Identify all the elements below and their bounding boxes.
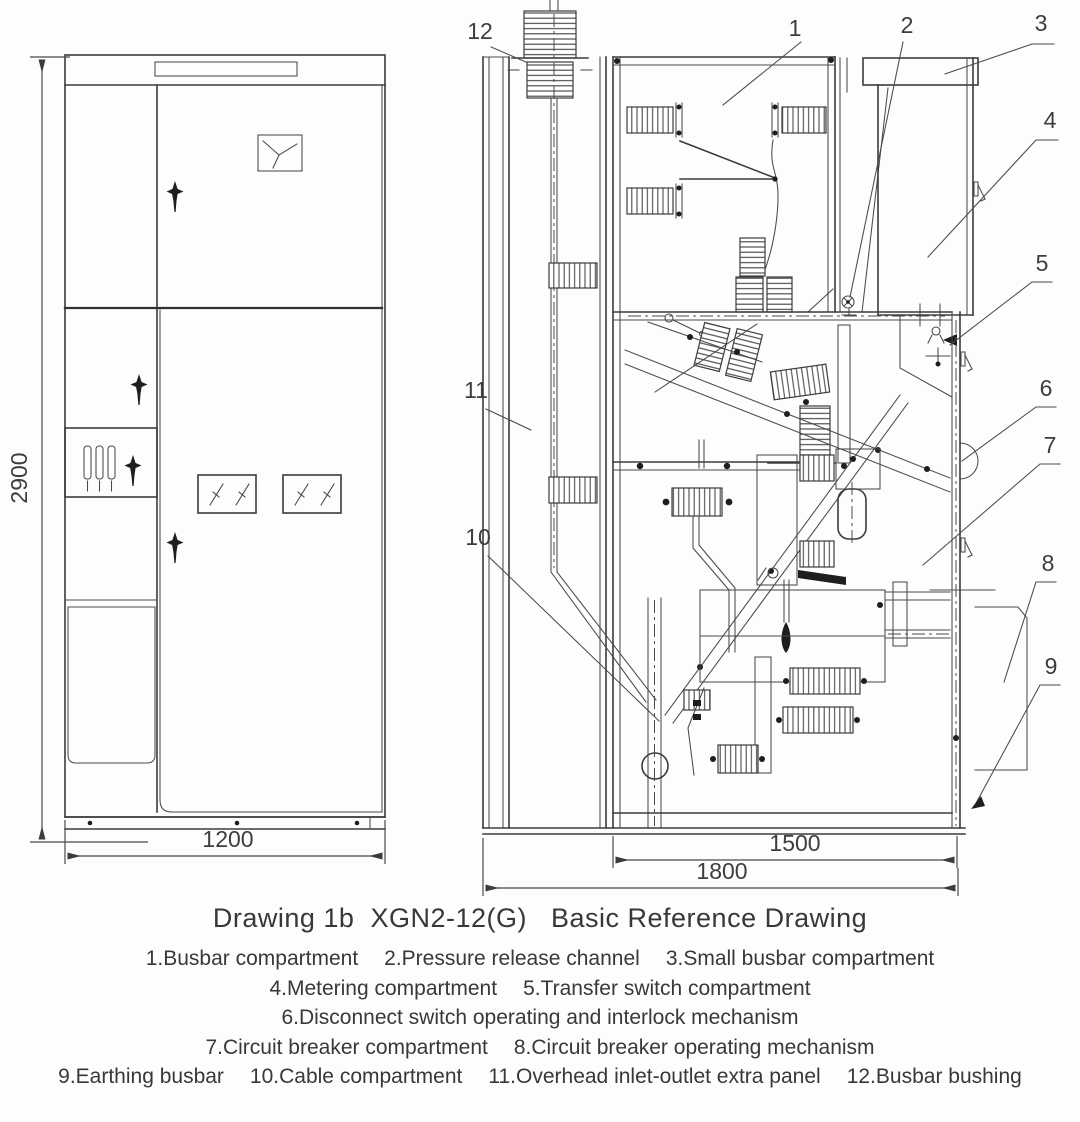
indicator-lamp-panel [64, 427, 158, 498]
callout-2: 2 [901, 12, 914, 38]
callout-12: 12 [467, 18, 493, 44]
legend-row-2: 4.Metering compartment 5.Transfer switch… [0, 974, 1080, 1004]
lower-left-door [67, 606, 156, 764]
callout-9: 9 [1045, 653, 1058, 679]
meter-window [257, 134, 303, 172]
earthing-switch-area [683, 656, 867, 776]
legend-row-1: 1.Busbar compartment 2.Pressure release … [0, 944, 1080, 974]
small-busbar-compartment [862, 57, 979, 86]
direction-arrow-icon [943, 334, 957, 346]
callouts: 1 2 3 4 5 6 7 8 9 10 11 12 [464, 10, 1061, 809]
legend-row-4: 7.Circuit breaker compartment 8.Circuit … [0, 1033, 1080, 1063]
metering-compartment [877, 57, 974, 316]
side-base [482, 812, 966, 835]
mid-shelf [612, 439, 801, 471]
busbar-bushing [507, 0, 593, 99]
legend-item-3: 3.Small busbar compartment [665, 947, 935, 970]
legend-item-9: 9.Earthing busbar [58, 1065, 224, 1088]
busbar-insulator [626, 187, 674, 215]
legend-item-12: 12.Busbar bushing [846, 1065, 1022, 1088]
caption-block: Drawing 1b XGN2-12(G) Basic Reference Dr… [0, 903, 1080, 1092]
dim-2900-label: 2900 [6, 452, 32, 503]
legend-item-5: 5.Transfer switch compartment [523, 976, 811, 1000]
dimensions: 2900 1200 1500 1800 [6, 56, 959, 896]
legend-item-1: 1.Busbar compartment [145, 947, 359, 970]
callout-5: 5 [1036, 250, 1049, 276]
dim-1800-label: 1800 [696, 858, 747, 884]
callout-3: 3 [1035, 10, 1048, 36]
front-base [64, 816, 386, 830]
callout-10: 10 [465, 524, 491, 550]
right-wall [929, 181, 1028, 829]
transfer-switch-compartment [899, 303, 957, 398]
pressure-release-channel [839, 57, 889, 316]
front-cabinet-outline [64, 54, 386, 818]
main-door-outline [159, 309, 383, 813]
overhead-inlet-outlet-panel [482, 56, 510, 829]
drawing-title: Drawing 1b XGN2-12(G) Basic Reference Dr… [212, 903, 868, 933]
door-hinge [960, 537, 973, 558]
dim-1200-label: 1200 [202, 826, 253, 852]
callout-11: 11 [464, 377, 488, 403]
cabinet-front-wall [612, 56, 621, 829]
cable-compartment [641, 597, 669, 829]
door-handle-icon [166, 532, 184, 563]
overhead-bus-duct [548, 14, 657, 829]
breaker-operating-mechanism-box [974, 606, 1028, 771]
interlock-housing [959, 442, 979, 480]
busbar-insulator [781, 106, 827, 134]
busbar-insulator [626, 106, 674, 134]
legend-item-7: 7.Circuit breaker compartment [205, 1035, 488, 1059]
operating-linkage-rods [624, 349, 951, 724]
circuit-breaker-assembly [662, 448, 951, 683]
door-handle-icon [166, 181, 184, 212]
legend-item-8: 8.Circuit breaker operating mechanism [513, 1035, 875, 1059]
legend-row-5: 9.Earthing busbar 10.Cable compartment 1… [0, 1062, 1080, 1092]
legend-item-2: 2.Pressure release channel [384, 947, 640, 970]
inspection-window [282, 474, 342, 514]
legend-row-3: 6.Disconnect switch operating and interl… [0, 1003, 1080, 1033]
dimension-front-width: 1200 [64, 820, 386, 864]
top-vent-slot [154, 61, 298, 77]
legend-item-10: 10.Cable compartment [249, 1065, 463, 1088]
callout-4: 4 [1044, 107, 1057, 133]
legend-item-4: 4.Metering compartment [269, 976, 498, 1000]
inspection-window [197, 474, 257, 514]
front-view [63, 54, 386, 830]
technical-drawing: 1 2 3 4 5 6 7 8 9 10 11 12 2900 1200 150 [6, 0, 1061, 896]
side-view [482, 0, 1028, 835]
door-handle-icon [130, 374, 148, 405]
callout-6: 6 [1040, 375, 1053, 401]
callout-1: 1 [789, 15, 802, 41]
busbar-compartment [612, 56, 836, 313]
cable-gland [641, 752, 669, 780]
leader-arrowhead-icon [971, 796, 985, 809]
legend-item-6: 6.Disconnect switch operating and interl… [281, 1006, 799, 1029]
dimension-inner-depth: 1500 [612, 830, 958, 868]
door-hinge [973, 181, 986, 202]
disconnect-switch-shelf [612, 311, 953, 338]
dimension-height: 2900 [6, 56, 148, 843]
door-handle-icon [124, 455, 142, 486]
legend-item-11: 11.Overhead inlet-outlet extra panel [488, 1065, 821, 1088]
dimension-total-depth: 1800 [482, 838, 959, 896]
callout-8: 8 [1042, 550, 1055, 576]
dim-1500-label: 1500 [769, 830, 820, 856]
callout-7: 7 [1044, 432, 1057, 458]
door-hinge [960, 351, 973, 372]
